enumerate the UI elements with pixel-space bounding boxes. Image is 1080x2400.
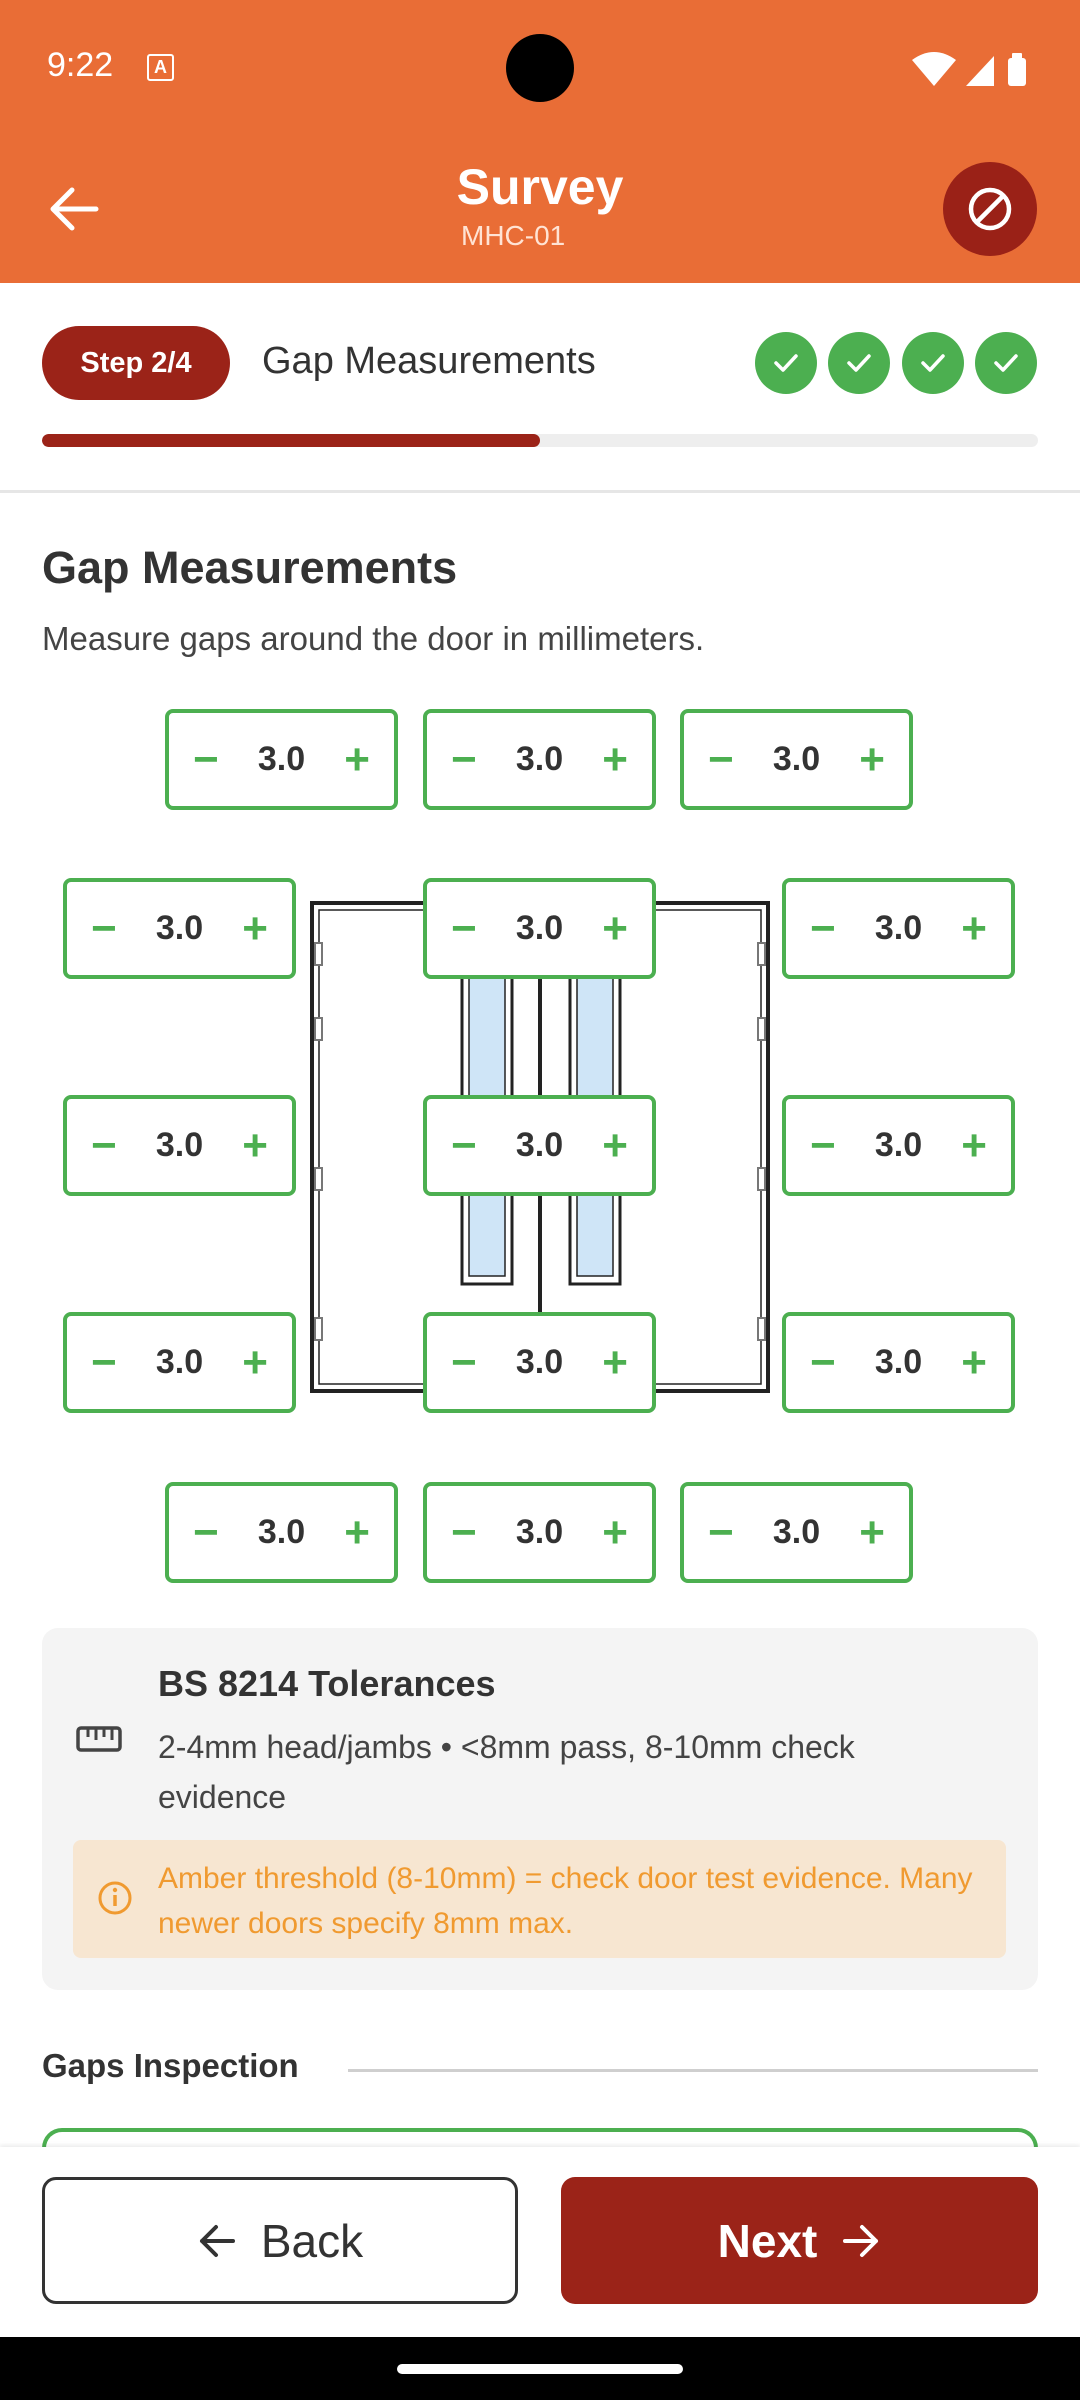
gap-value[interactable]: 3.0 [155, 909, 204, 947]
minus-icon[interactable]: − [91, 1337, 117, 1387]
plus-icon[interactable]: + [242, 1337, 268, 1387]
plus-icon[interactable]: + [602, 1507, 628, 1557]
plus-icon[interactable]: + [602, 1337, 628, 1387]
section-description: Measure gaps around the door in millimet… [42, 620, 705, 657]
plus-icon[interactable]: + [344, 734, 370, 784]
gap-stepper-meeting-lower[interactable]: − 3.0 + [423, 1312, 656, 1413]
plus-icon[interactable]: + [344, 1507, 370, 1557]
a-icon: A [147, 54, 174, 81]
minus-icon[interactable]: − [708, 1507, 734, 1557]
step-check-icon [975, 332, 1037, 394]
gap-stepper-bottom-left[interactable]: − 3.0 + [165, 1482, 398, 1583]
minus-icon[interactable]: − [451, 734, 477, 784]
gap-stepper-top-center[interactable]: − 3.0 + [423, 709, 656, 810]
minus-icon[interactable]: − [810, 1337, 836, 1387]
signal-icon [966, 56, 994, 86]
step-check-icon [902, 332, 964, 394]
back-button-label: Back [260, 2214, 364, 2267]
step-indicator: Step 2/4 [42, 326, 230, 400]
cancel-icon [968, 187, 1012, 231]
gap-value[interactable]: 3.0 [155, 1126, 204, 1164]
arrow-left-icon[interactable] [48, 186, 100, 232]
gap-value[interactable]: 3.0 [874, 1343, 923, 1381]
minus-icon[interactable]: − [810, 1120, 836, 1170]
plus-icon[interactable]: + [859, 1507, 885, 1557]
page-subtitle: MHC-01 [461, 220, 566, 251]
plus-icon[interactable]: + [961, 903, 987, 953]
section-divider [348, 2069, 1038, 2072]
step-check-icon [755, 332, 817, 394]
section-title: Gap Measurements [42, 542, 458, 593]
plus-icon[interactable]: + [602, 903, 628, 953]
divider [0, 490, 1080, 493]
back-button[interactable]: Back [42, 2177, 518, 2304]
plus-icon[interactable]: + [859, 734, 885, 784]
gap-value[interactable]: 3.0 [874, 1126, 923, 1164]
warning-banner [73, 1840, 1006, 1958]
next-button[interactable]: Next [561, 2177, 1038, 2304]
minus-icon[interactable]: − [451, 1337, 477, 1387]
gap-value[interactable]: 3.0 [257, 740, 306, 778]
gap-stepper-left-middle[interactable]: − 3.0 + [63, 1095, 296, 1196]
gap-value[interactable]: 3.0 [257, 1513, 306, 1551]
gap-value[interactable]: 3.0 [515, 1126, 564, 1164]
gap-value[interactable]: 3.0 [155, 1343, 204, 1381]
gap-stepper-top-right[interactable]: − 3.0 + [680, 709, 913, 810]
gap-stepper-bottom-right[interactable]: − 3.0 + [680, 1482, 913, 1583]
plus-icon[interactable]: + [242, 1120, 268, 1170]
gap-stepper-right-middle[interactable]: − 3.0 + [782, 1095, 1015, 1196]
status-icons [912, 52, 1026, 86]
minus-icon[interactable]: − [91, 903, 117, 953]
camera-cutout [506, 34, 574, 102]
gap-stepper-right-upper[interactable]: − 3.0 + [782, 878, 1015, 979]
arrow-right-icon [843, 2224, 879, 2257]
minus-icon[interactable]: − [91, 1120, 117, 1170]
gap-value[interactable]: 3.0 [874, 909, 923, 947]
minus-icon[interactable]: − [193, 1507, 219, 1557]
battery-icon [1008, 58, 1026, 86]
gaps-inspection-title: Gaps Inspection [42, 2047, 299, 2084]
cancel-button[interactable] [943, 162, 1037, 256]
plus-icon[interactable]: + [961, 1120, 987, 1170]
ruler-icon [76, 1726, 122, 1752]
plus-icon[interactable]: + [242, 903, 268, 953]
plus-icon[interactable]: + [961, 1337, 987, 1387]
plus-icon[interactable]: + [602, 1120, 628, 1170]
minus-icon[interactable]: − [451, 1120, 477, 1170]
step-title: Gap Measurements [262, 340, 596, 382]
gap-value[interactable]: 3.0 [515, 740, 564, 778]
minus-icon[interactable]: − [810, 903, 836, 953]
minus-icon[interactable]: − [451, 903, 477, 953]
gap-stepper-meeting-upper[interactable]: − 3.0 + [423, 878, 656, 979]
home-gesture-pill[interactable] [397, 2364, 683, 2374]
gap-value[interactable]: 3.0 [772, 1513, 821, 1551]
warning-text: Amber threshold (8-10mm) = check door te… [158, 1862, 973, 1940]
plus-icon[interactable]: + [602, 734, 628, 784]
arrow-left-icon [199, 2224, 235, 2257]
tolerances-text: 2-4mm head/jambs • <8mm pass, 8-10mm che… [158, 1729, 855, 1815]
progress-bar [42, 434, 1038, 447]
wifi-icon [912, 52, 956, 86]
page-title: Survey [456, 159, 624, 215]
gap-stepper-right-lower[interactable]: − 3.0 + [782, 1312, 1015, 1413]
next-button-label: Next [717, 2214, 818, 2267]
gap-stepper-meeting-middle[interactable]: − 3.0 + [423, 1095, 656, 1196]
info-icon [98, 1881, 132, 1915]
gap-value[interactable]: 3.0 [772, 740, 821, 778]
minus-icon[interactable]: − [193, 734, 219, 784]
gap-stepper-top-left[interactable]: − 3.0 + [165, 709, 398, 810]
gap-stepper-left-lower[interactable]: − 3.0 + [63, 1312, 296, 1413]
step-check-icon [828, 332, 890, 394]
progress-fill [42, 434, 540, 447]
tolerances-title: BS 8214 Tolerances [158, 1663, 496, 1704]
gap-value[interactable]: 3.0 [515, 1343, 564, 1381]
gap-value[interactable]: 3.0 [515, 1513, 564, 1551]
status-time: 9:22 [47, 46, 114, 84]
gap-stepper-bottom-center[interactable]: − 3.0 + [423, 1482, 656, 1583]
gap-value[interactable]: 3.0 [515, 909, 564, 947]
gap-stepper-left-upper[interactable]: − 3.0 + [63, 878, 296, 979]
minus-icon[interactable]: − [451, 1507, 477, 1557]
minus-icon[interactable]: − [708, 734, 734, 784]
